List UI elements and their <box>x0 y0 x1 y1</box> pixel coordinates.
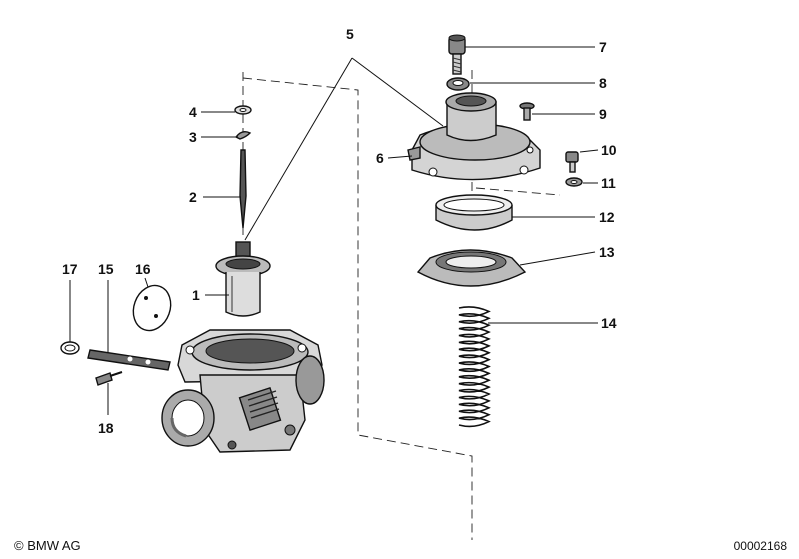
callout-2: 2 <box>189 189 197 205</box>
part-18-screw <box>95 371 123 386</box>
callout-5: 5 <box>346 26 354 42</box>
callout-8: 8 <box>599 75 607 91</box>
copyright-symbol: © <box>14 538 24 553</box>
part-4-washer <box>234 105 252 115</box>
part-11-washer <box>565 177 583 187</box>
part-10-screw <box>565 151 579 173</box>
part-13-diaphragm <box>416 249 527 287</box>
part-16-throttle-disc <box>132 284 172 332</box>
part-9-screw <box>519 102 535 121</box>
callout-10: 10 <box>601 142 617 158</box>
carburetor-body <box>161 329 325 453</box>
part-7-bolt <box>448 34 466 75</box>
copyright-notice: © BMW AG <box>14 538 81 553</box>
brand-name: BMW AG <box>27 538 81 553</box>
part-17-o-ring <box>60 341 80 355</box>
callout-9: 9 <box>599 106 607 122</box>
callout-17: 17 <box>62 261 78 277</box>
part-12-ring <box>435 194 513 231</box>
leader-lines <box>69 46 599 415</box>
part-2-needle <box>239 149 247 229</box>
callout-3: 3 <box>189 129 197 145</box>
callout-11: 11 <box>601 175 616 191</box>
callout-4: 4 <box>189 104 197 120</box>
callout-16: 16 <box>135 261 151 277</box>
part-6-cover <box>407 92 541 181</box>
callout-12: 12 <box>599 209 615 225</box>
callout-7: 7 <box>599 39 607 55</box>
callout-13: 13 <box>599 244 615 260</box>
callout-1: 1 <box>192 287 200 303</box>
part-14-spring <box>458 306 491 428</box>
part-8-nut <box>446 77 470 91</box>
callout-labels: 1 2 3 4 5 6 7 8 9 10 11 12 13 14 15 16 1… <box>62 26 617 436</box>
part-3-clip <box>234 130 252 140</box>
callout-18: 18 <box>98 420 114 436</box>
callout-14: 14 <box>601 315 617 331</box>
part-1-slide <box>215 241 271 317</box>
drawing-number: 00002168 <box>733 539 787 553</box>
callout-15: 15 <box>98 261 114 277</box>
callout-6: 6 <box>376 150 384 166</box>
part-15-shaft <box>87 349 171 371</box>
